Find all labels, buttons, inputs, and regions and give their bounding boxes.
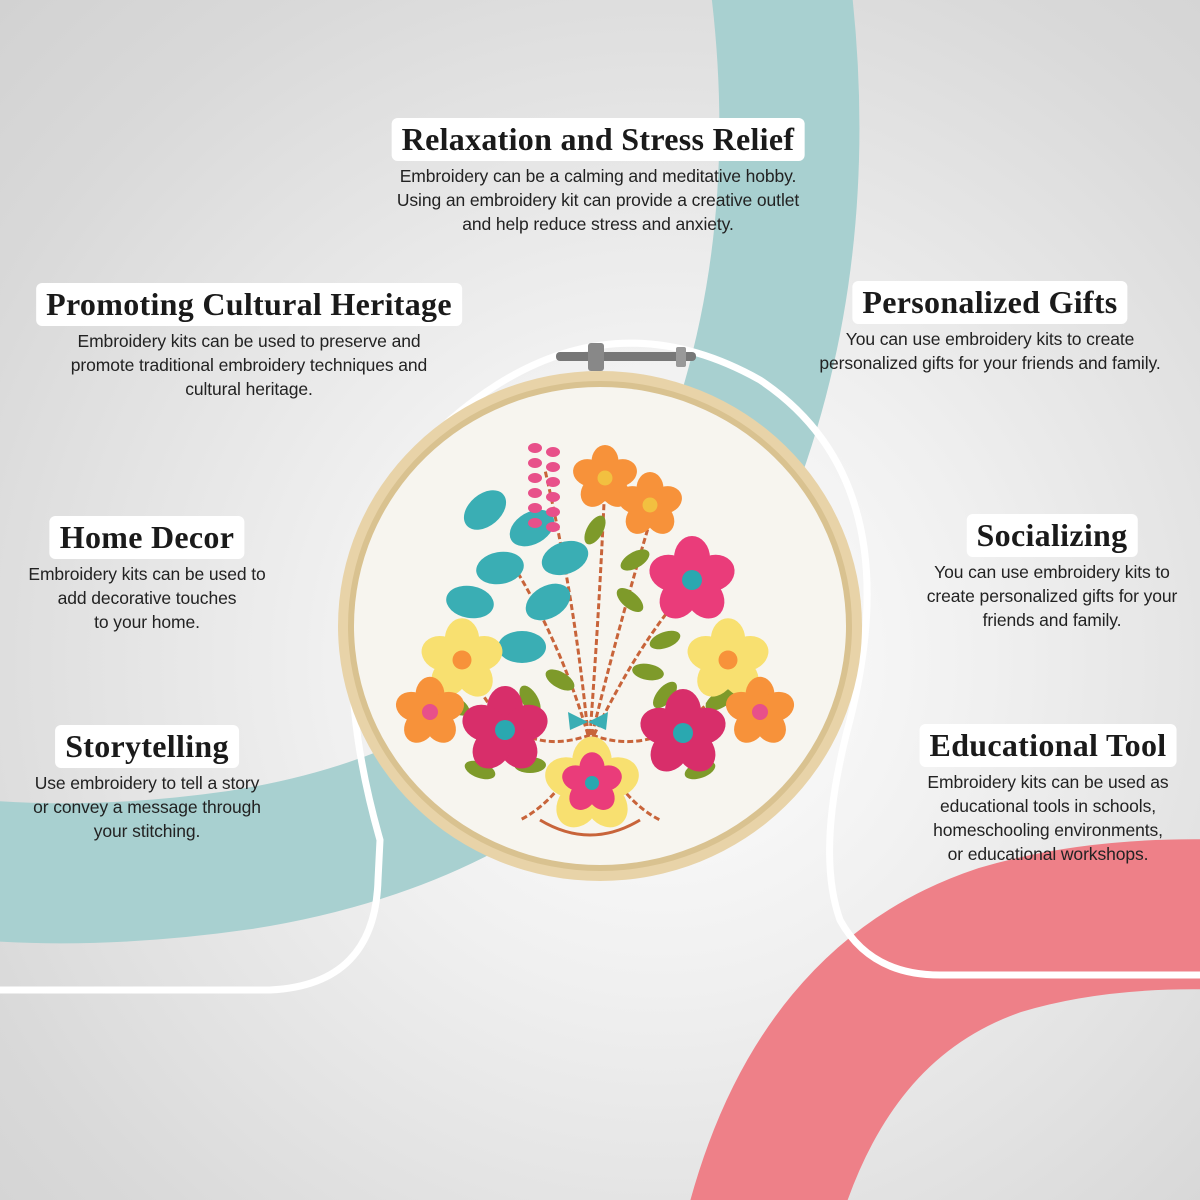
section-text: to your home.: [94, 612, 200, 632]
section-text: promote traditional embroidery technique…: [70, 355, 428, 375]
flower-center: [642, 497, 658, 513]
pink-sprig-bud: [546, 477, 560, 487]
ribbon-bow: [568, 712, 608, 730]
teal-leaf: [463, 490, 507, 530]
flower-petal: [640, 707, 684, 745]
flower-petal: [395, 691, 431, 722]
teal-leaf: [446, 585, 494, 619]
stem: [543, 469, 590, 736]
flower-petal: [421, 636, 463, 672]
flower-petal: [573, 459, 606, 487]
section-relaxation: Relaxation and Stress Relief Embroidery …: [391, 118, 805, 236]
hoop-screw: [556, 352, 696, 361]
teal-leaf: [541, 540, 589, 576]
section-text: educational tools in schools,: [940, 796, 1156, 816]
section-title: Home Decor: [49, 516, 245, 559]
section-text: or educational workshops.: [947, 844, 1149, 864]
section-title: Socializing: [966, 514, 1138, 557]
flower-center: [597, 470, 613, 486]
flower-center: [752, 704, 768, 720]
olive-leaf: [584, 515, 606, 545]
olive-leaf: [705, 689, 735, 711]
flower-center: [682, 570, 702, 590]
flower-petal: [562, 765, 593, 792]
stem: [539, 818, 641, 837]
flower-center: [673, 723, 693, 743]
section-home-decor: Home Decor Embroidery kits can be used t…: [28, 516, 266, 634]
section-text: personalized gifts for your friends and …: [819, 353, 1161, 373]
section-text: Embroidery kits can be used as: [927, 772, 1169, 792]
flower-petal: [687, 636, 729, 672]
pink-sprig-bud: [528, 503, 542, 513]
floral-embroidery: [395, 443, 795, 837]
teal-leaf: [476, 551, 524, 585]
pink-sprig-bud: [528, 518, 542, 528]
teal-leaf: [509, 509, 555, 547]
pink-sprig-bud: [528, 443, 542, 453]
flower-petal: [725, 691, 761, 722]
section-text: Embroidery can be a calming and meditati…: [399, 166, 797, 186]
olive-leaf: [620, 549, 650, 571]
section-text: homeschooling environments,: [933, 820, 1163, 840]
section-socializing: Socializing You can use embroidery kits …: [927, 514, 1177, 632]
section-text: Embroidery kits can be used to preserve …: [77, 331, 421, 351]
flower-petal: [462, 704, 506, 742]
white-outline: [0, 339, 1200, 994]
section-educational-tool: Educational Tool Embroidery kits can be …: [919, 724, 1177, 866]
flower-center: [422, 704, 438, 720]
section-text: You can use embroidery kits to create: [845, 329, 1135, 349]
flower-center: [718, 650, 738, 670]
teal-leaf: [525, 583, 571, 621]
section-text: Using an embroidery kit can provide a cr…: [396, 190, 800, 210]
pink-sprig-bud: [546, 522, 560, 532]
pink-sprig-bud: [546, 462, 560, 472]
olive-leaf: [649, 630, 681, 650]
flower-petal: [618, 486, 651, 514]
pink-sprig-bud: [546, 447, 560, 457]
pink-sprig-bud: [546, 507, 560, 517]
stem: [588, 479, 607, 736]
pink-sprig-bud: [528, 473, 542, 483]
section-text: your stitching.: [93, 821, 201, 841]
section-cultural-heritage: Promoting Cultural Heritage Embroidery k…: [36, 283, 462, 401]
flower-center: [452, 650, 472, 670]
pink-sprig-bud: [528, 458, 542, 468]
section-title: Personalized Gifts: [852, 281, 1128, 324]
section-storytelling: Storytelling Use embroidery to tell a st…: [33, 725, 261, 843]
section-text: cultural heritage.: [185, 379, 313, 399]
section-text: or convey a message through: [33, 797, 261, 817]
stem: [508, 559, 590, 736]
section-text: Use embroidery to tell a story: [34, 773, 260, 793]
pink-arc: [690, 839, 1200, 1200]
section-text: create personalized gifts for your: [926, 586, 1178, 606]
stem: [590, 504, 657, 736]
olive-leaf: [616, 588, 644, 612]
section-title: Educational Tool: [919, 724, 1177, 767]
section-text: friends and family.: [982, 610, 1122, 630]
section-title: Relaxation and Stress Relief: [391, 118, 805, 161]
olive-leaf: [653, 681, 677, 709]
section-personalized-gifts: Personalized Gifts You can use embroider…: [819, 281, 1161, 375]
section-title: Storytelling: [55, 725, 239, 768]
flower-petal: [649, 554, 693, 592]
pink-sprig-bud: [546, 492, 560, 502]
section-text: Embroidery kits can be used to: [28, 564, 266, 584]
section-text: You can use embroidery kits to: [934, 562, 1170, 582]
olive-leaf: [632, 663, 664, 681]
section-text: and help reduce stress and anxiety.: [462, 214, 734, 234]
section-title: Promoting Cultural Heritage: [36, 283, 462, 326]
flower-center: [495, 720, 515, 740]
pink-sprig-bud: [528, 488, 542, 498]
section-text: add decorative touches: [57, 588, 237, 608]
teal-leaf: [498, 631, 546, 663]
flower-center: [585, 776, 599, 790]
olive-leaf: [545, 669, 575, 691]
